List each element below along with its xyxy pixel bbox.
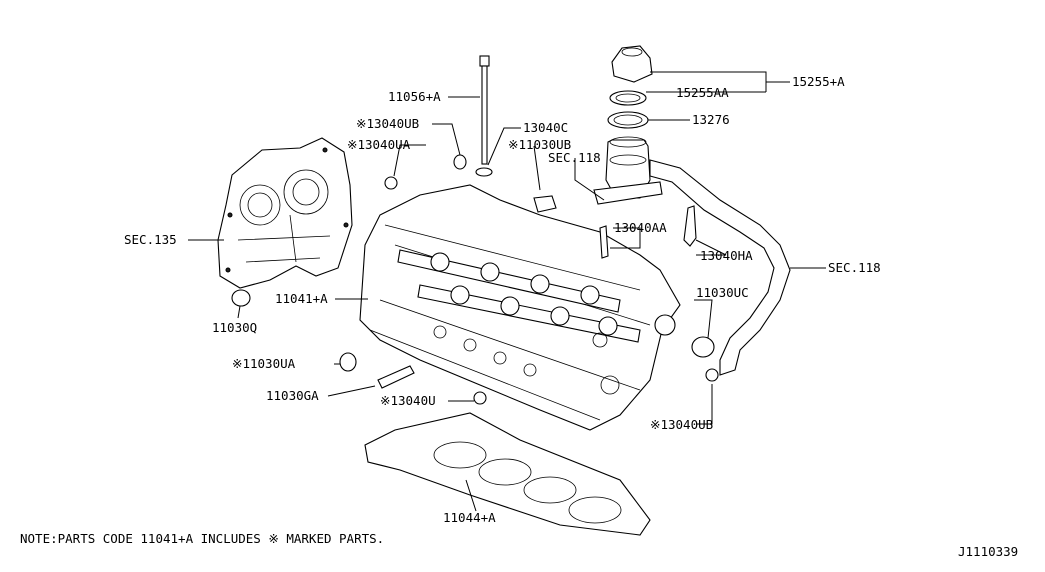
label-11030UC: 11030UC bbox=[696, 285, 749, 300]
sensor-13040HA-part bbox=[683, 205, 697, 247]
cylinder-head-part bbox=[359, 184, 681, 431]
label-11030Q: 11030Q bbox=[212, 320, 257, 335]
head-gasket-part bbox=[364, 412, 651, 536]
label-sec135: SEC.135 bbox=[124, 232, 177, 247]
plug-13040UB-part bbox=[453, 154, 467, 170]
label-13040U: ※13040U bbox=[380, 393, 436, 408]
plug-11030Q-part bbox=[231, 289, 251, 307]
diagram-id: J1110339 bbox=[958, 544, 1018, 559]
label-13040UA: ※13040UA bbox=[347, 137, 411, 152]
label-11030UA: ※11030UA bbox=[232, 356, 296, 371]
part-labels: 15255+A 15255AA 13276 11056+A ※13040UB 1… bbox=[124, 74, 881, 525]
oil-filler-housing-part bbox=[593, 136, 663, 205]
head-bolt-part bbox=[479, 55, 490, 165]
label-11041A: 11041+A bbox=[275, 291, 328, 306]
label-11056A: 11056+A bbox=[388, 89, 441, 104]
plug-11030UC-part bbox=[691, 336, 715, 358]
label-13040AA: 13040AA bbox=[614, 220, 667, 235]
label-13040UB-lower: ※13040UB bbox=[650, 417, 713, 432]
plug-11030UA-part bbox=[339, 352, 357, 372]
label-11044A: 11044+A bbox=[443, 510, 496, 525]
plug-13040UA-part bbox=[384, 176, 398, 190]
label-13040HA: 13040HA bbox=[700, 248, 753, 263]
label-15255AA: 15255AA bbox=[676, 85, 729, 100]
bolt-13040AA-part bbox=[599, 225, 609, 259]
label-13040UB-upper: ※13040UB bbox=[356, 116, 419, 131]
plug-13040UB-lower-part bbox=[705, 368, 719, 382]
label-11030GA: 11030GA bbox=[266, 388, 319, 403]
label-sec118-upper: SEC.118 bbox=[548, 150, 601, 165]
washer-part bbox=[475, 167, 493, 177]
label-13040C: 13040C bbox=[523, 120, 568, 135]
plug-13040U-part bbox=[473, 391, 487, 405]
timing-cover-part bbox=[217, 137, 353, 289]
cap-15255-part bbox=[611, 45, 653, 83]
label-sec118-lower: SEC.118 bbox=[828, 260, 881, 275]
label-15255A: 15255+A bbox=[792, 74, 845, 89]
label-13276: 13276 bbox=[692, 112, 730, 127]
leader-lines bbox=[188, 71, 826, 512]
breather-hose-part bbox=[649, 159, 791, 376]
label-11030UB: ※11030UB bbox=[508, 137, 571, 152]
ring-15255AA-part bbox=[609, 90, 647, 106]
parts-note: NOTE:PARTS CODE 11041+A INCLUDES ※ MARKE… bbox=[20, 531, 384, 546]
dowel-11030GA-part bbox=[377, 365, 415, 389]
plug-11030UB-part bbox=[533, 195, 557, 213]
